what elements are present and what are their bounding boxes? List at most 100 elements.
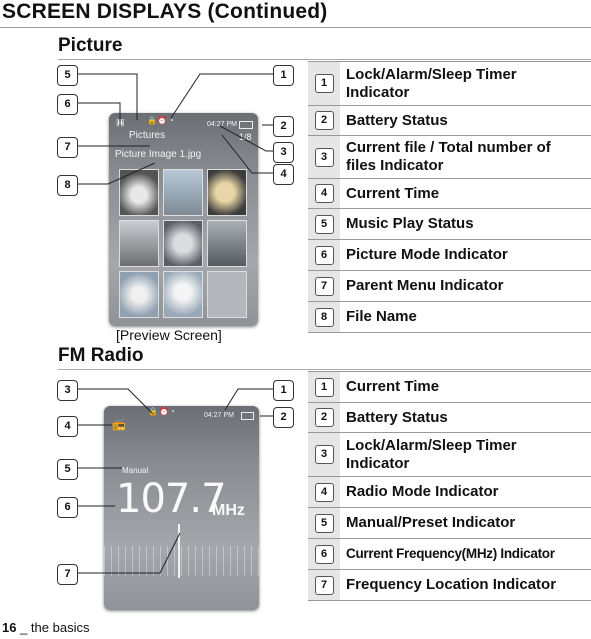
callout-badge: 6	[57, 94, 78, 115]
legend-row: 7 Parent Menu Indicator	[308, 271, 591, 302]
legend-row: 4 Radio Mode Indicator	[308, 477, 591, 508]
callout-badge: 4	[273, 164, 294, 185]
current-frequency: 107.7	[116, 476, 227, 522]
legend-number: 7	[314, 276, 334, 296]
legend-number: 5	[314, 513, 334, 533]
legend-number: 3	[314, 147, 334, 167]
legend-label: Battery Status	[346, 408, 448, 426]
legend-label: Current Time	[346, 184, 440, 202]
legend-number: 7	[314, 575, 334, 595]
legend-number: 4	[314, 482, 334, 502]
picture-heading: Picture	[58, 35, 123, 56]
callout-badge: 5	[57, 459, 78, 480]
legend-row: 1 Current Time	[308, 372, 591, 403]
legend-row: 1 Lock/Alarm/Sleep Timer Indicator	[308, 62, 591, 106]
legend-row: 8 File Name	[308, 302, 591, 333]
footer-section: _ the basics	[20, 620, 90, 635]
legend-row: 5 Music Play Status	[308, 209, 591, 240]
battery-icon	[239, 121, 253, 129]
frequency-scale	[104, 546, 259, 576]
fm-divider	[58, 369, 591, 370]
legend-label: Manual/Preset Indicator	[346, 514, 516, 531]
page-title: SCREEN DISPLAYS (Continued)	[2, 0, 328, 23]
thumbnail[interactable]	[119, 271, 159, 318]
callout-badge: 2	[273, 116, 294, 137]
thumbnail[interactable]	[163, 169, 203, 216]
thumbnail[interactable]	[163, 271, 203, 318]
sleep-timer-icon: ◔	[170, 407, 175, 416]
callout-badge: 6	[57, 497, 78, 518]
parent-menu-label: Pictures	[129, 130, 166, 141]
fm-heading: FM Radio	[58, 345, 144, 366]
legend-label: Radio Mode Indicator	[346, 483, 499, 500]
callout-badge: 3	[273, 142, 294, 163]
thumbnail[interactable]	[163, 220, 203, 267]
title-divider	[0, 27, 591, 28]
thumbnail-empty	[207, 271, 247, 318]
sleep-timer-icon: ◔	[169, 116, 174, 125]
legend-number: 6	[314, 544, 334, 564]
picture-divider	[58, 59, 591, 60]
battery-icon	[241, 412, 254, 420]
callout-badge: 3	[57, 380, 78, 401]
legend-number: 2	[314, 111, 334, 130]
callout-badge: 7	[57, 564, 78, 585]
legend-number: 4	[314, 184, 334, 203]
lock-icon: 🔒	[148, 407, 158, 416]
callout-badge: 2	[273, 407, 294, 428]
thumbnail[interactable]	[207, 169, 247, 216]
legend-row: 5 Manual/Preset Indicator	[308, 508, 591, 539]
legend-label: Lock/Alarm/Sleep Timer Indicator	[346, 65, 517, 101]
lock-icon: 🔒	[147, 116, 157, 125]
frequency-unit: MHz	[212, 502, 245, 519]
manual-preset-indicator: Manual	[122, 466, 149, 475]
legend-row: 4 Current Time	[308, 179, 591, 209]
callout-badge: 4	[57, 416, 78, 437]
legend-number: 1	[314, 377, 334, 397]
legend-number: 3	[314, 445, 334, 464]
file-count: 1/8	[239, 132, 252, 142]
page-footer: 16 _ the basics	[2, 620, 89, 635]
alarm-icon: ⏰	[159, 407, 169, 416]
legend-label: Current file / Total number of files Ind…	[346, 139, 551, 174]
callout-badge: 8	[57, 175, 78, 196]
legend-label: Current Time	[346, 378, 440, 395]
callout-badge: 7	[57, 137, 78, 158]
thumbnail[interactable]	[207, 220, 247, 267]
legend-number: 2	[314, 408, 334, 427]
frequency-location-marker	[178, 524, 180, 578]
legend-label: Parent Menu Indicator	[346, 277, 504, 294]
legend-label: File Name	[346, 308, 417, 325]
legend-row: 6 Current Frequency(MHz) Indicator	[308, 539, 591, 570]
callout-badge: 1	[273, 380, 294, 401]
fm-callout-lines	[77, 388, 275, 574]
callout-badge: 1	[273, 65, 294, 86]
current-time: 04:27 PM	[204, 412, 234, 419]
callout-badge: 5	[57, 65, 78, 86]
legend-label: Battery Status	[346, 111, 448, 129]
legend-label: Picture Mode Indicator	[346, 246, 508, 263]
legend-number: 6	[314, 245, 334, 265]
alarm-icon: ⏰	[157, 116, 167, 125]
legend-number: 1	[314, 74, 334, 93]
fm-legend-table: 1 Current Time 2 Battery Status 3 Lock/Alar…	[308, 371, 591, 601]
legend-number: 8	[314, 307, 334, 327]
preview-caption: [Preview Screen]	[116, 327, 222, 343]
thumbnail[interactable]	[119, 169, 159, 216]
legend-row: 2 Battery Status	[308, 403, 591, 433]
radio-icon: 📻	[112, 419, 126, 431]
legend-row: 6 Picture Mode Indicator	[308, 240, 591, 271]
fm-radio-screen: 📻 🔒 ⏰ ◔ 04:27 PM Manual 107.7 MHz	[104, 406, 259, 610]
legend-number: 5	[314, 214, 334, 234]
legend-row: 2 Battery Status	[308, 106, 591, 136]
legend-label: Lock/Alarm/Sleep Timer Indicator	[346, 436, 517, 472]
picture-legend-table: 1 Lock/Alarm/Sleep Timer Indicator 2 Batte…	[308, 61, 591, 333]
file-name: Picture Image 1.jpg	[115, 149, 202, 160]
legend-label: Current Frequency(MHz) Indicator	[346, 546, 555, 561]
legend-label: Music Play Status	[346, 215, 474, 232]
legend-row: 7 Frequency Location Indicator	[308, 570, 591, 601]
legend-label: Frequency Location Indicator	[346, 576, 557, 593]
page-number: 16	[2, 620, 17, 635]
thumbnail[interactable]	[119, 220, 159, 267]
